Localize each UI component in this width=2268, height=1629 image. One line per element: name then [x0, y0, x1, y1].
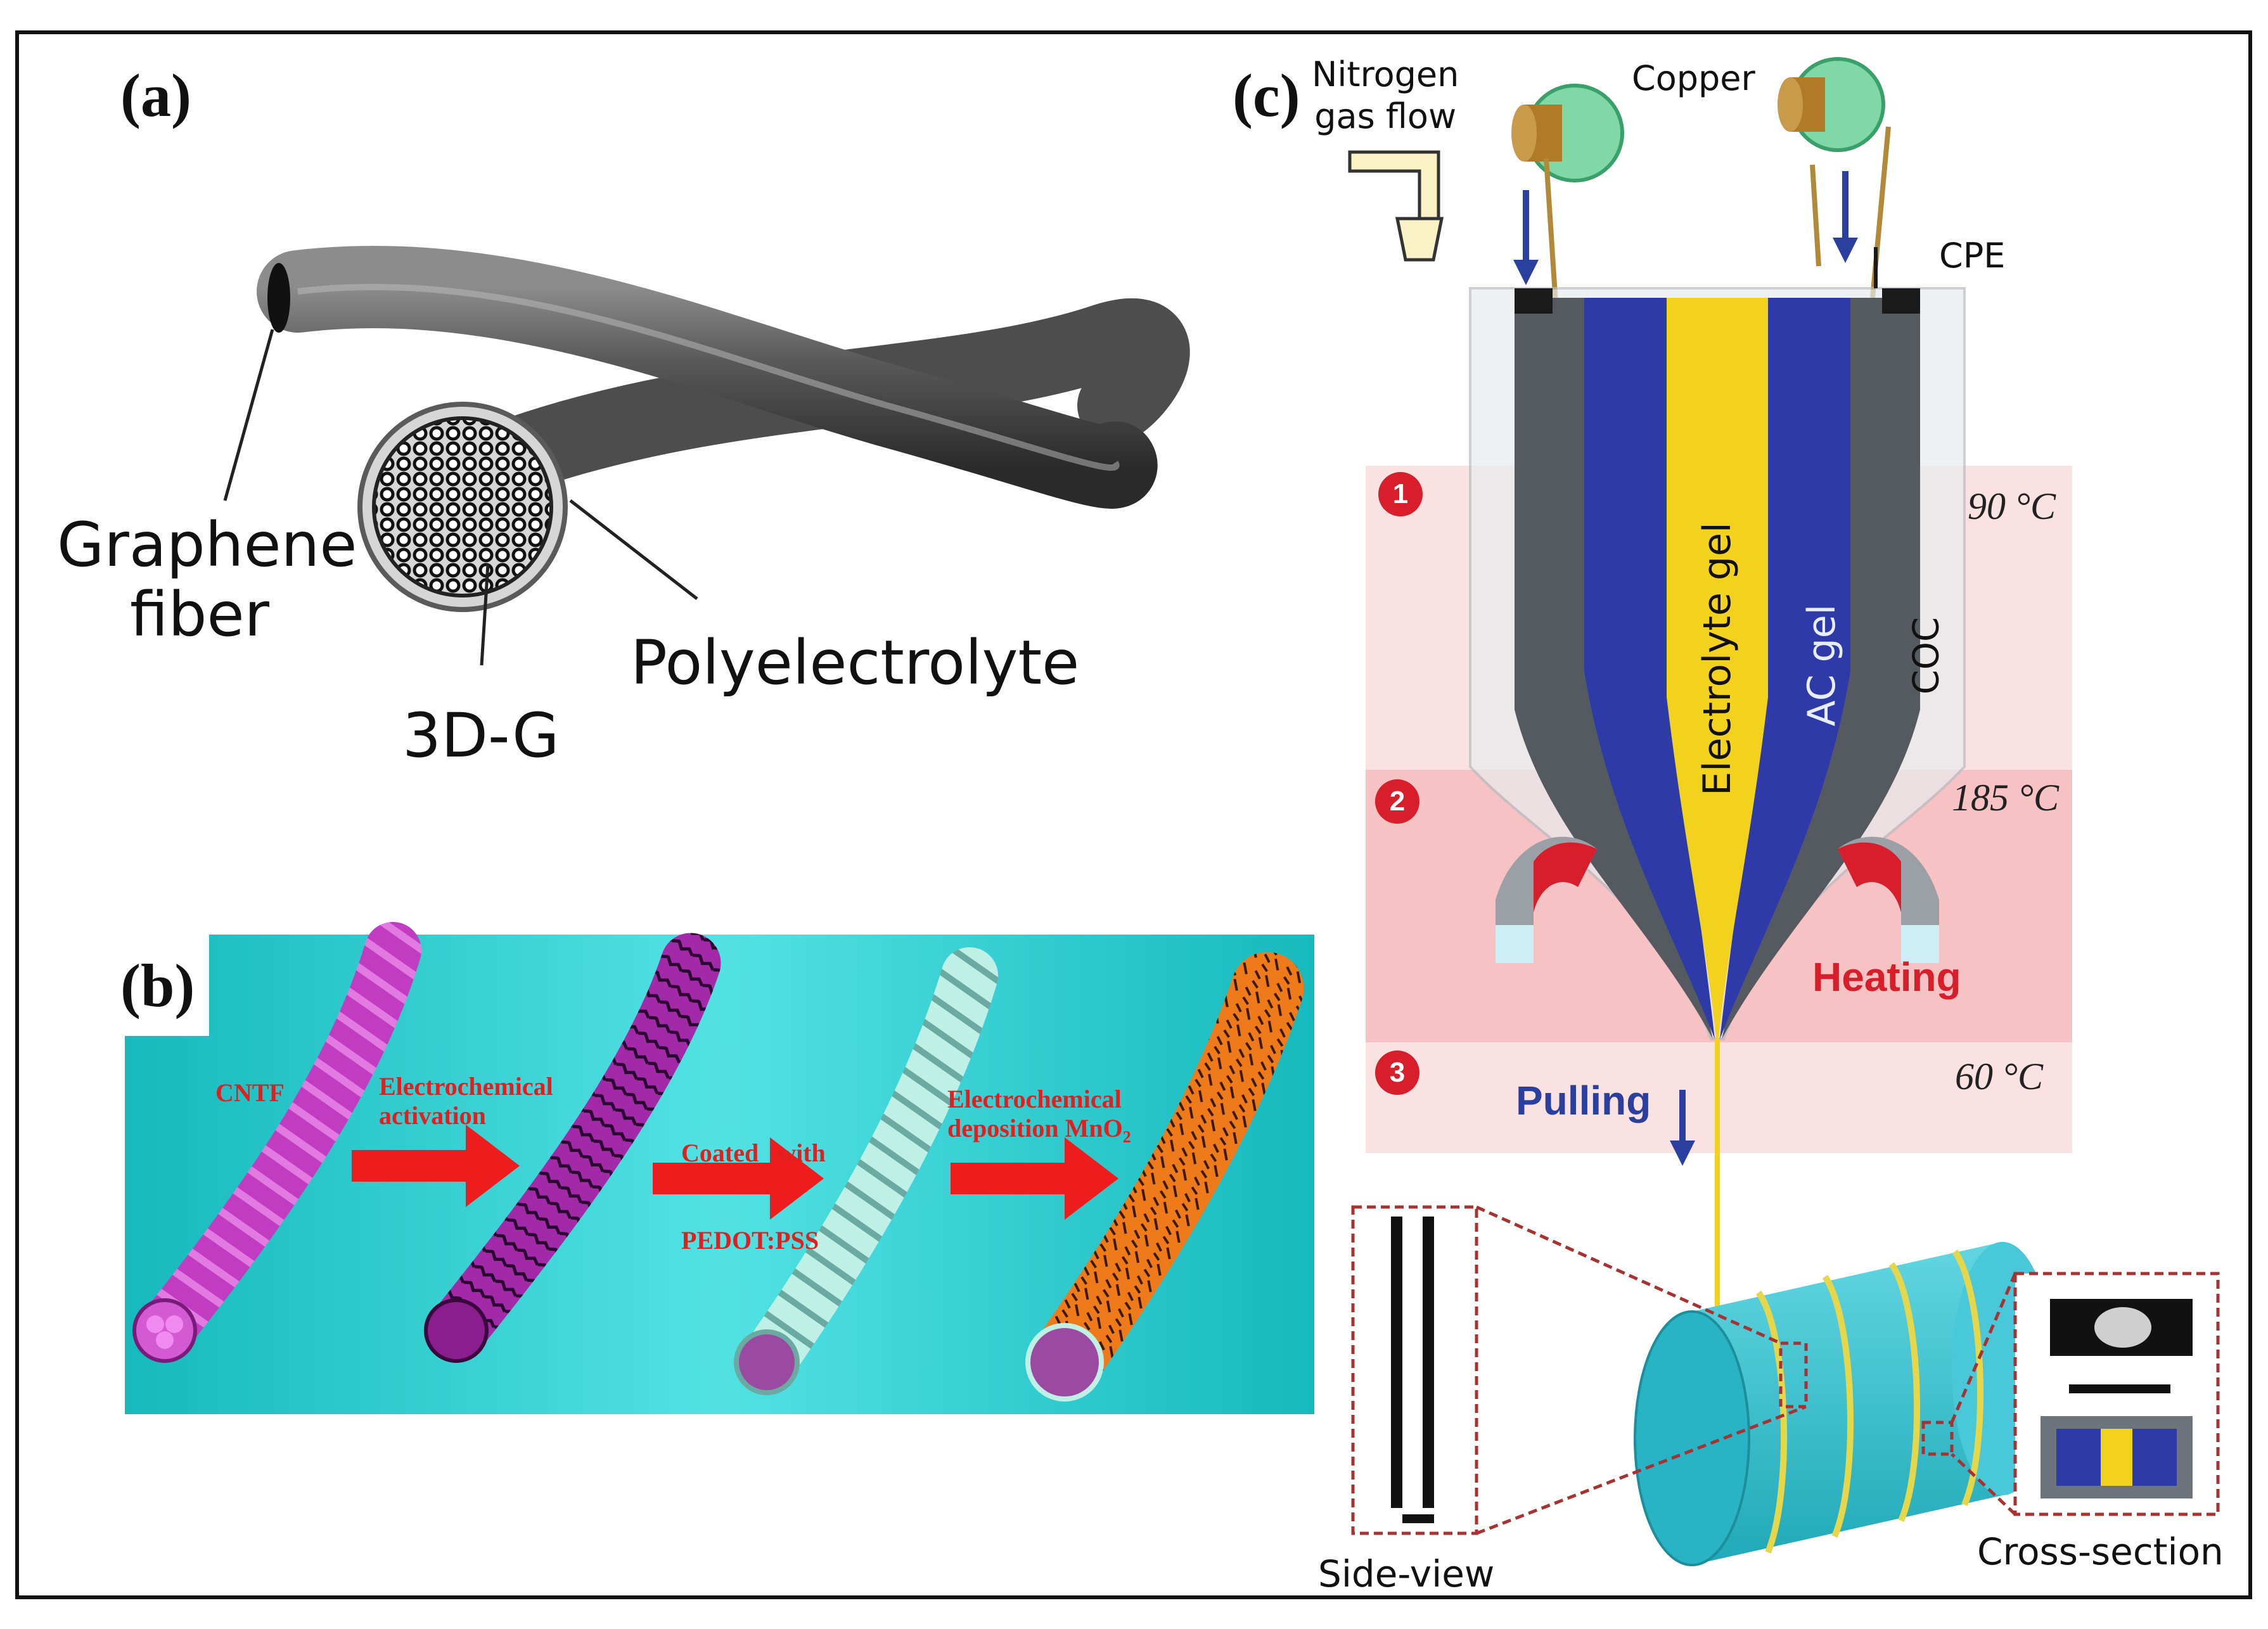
nitrogen-nozzle [1348, 150, 1444, 262]
copper-spools [1511, 57, 1891, 305]
nitrogen-label: Nitrogen gas flow [1312, 54, 1459, 137]
coating-label-line2: PEDOT:PSS [681, 1226, 819, 1255]
zone-3-badge: 3 [1375, 1051, 1419, 1095]
cntf-fiber [132, 922, 421, 1363]
polyelectrolyte-label: Polyelectrolyte [631, 627, 1080, 698]
side-view-inset [1351, 1205, 1807, 1535]
nitrogen-label-line1: Nitrogen [1312, 54, 1459, 94]
cpe-label: CPE [1939, 236, 2006, 276]
3d-g-label: 3D-G [402, 700, 560, 771]
zone-1-temp: 90 °C [1968, 485, 2056, 527]
zone-2-badge: 2 [1375, 779, 1419, 824]
deposition-label-main: deposition MnO [947, 1114, 1123, 1142]
activation-label: Electrochemical activation [379, 1072, 553, 1130]
pedot-fiber [734, 947, 998, 1395]
deposition-label: Electrochemical deposition MnO2 [947, 1085, 1131, 1152]
ac-gel-label: AC gel [1800, 604, 1844, 727]
coc-label: COC [1906, 616, 1947, 695]
panel-b-letter: (b) [120, 952, 195, 1019]
electrolyte-gel-label: Electrolyte gel [1695, 522, 1739, 796]
cross-section-inset [1950, 1272, 2220, 1516]
zone-2-temp: 185 °C [1952, 777, 2060, 819]
activation-label-line2: activation [379, 1101, 486, 1130]
cross-section-label: Cross-section [1977, 1530, 2224, 1573]
zone-3-temp: 60 °C [1955, 1056, 2044, 1097]
activation-label-line1: Electrochemical [379, 1072, 553, 1101]
coating-label: Coated with PEDOT:PSS [681, 1080, 826, 1284]
winding-drum [1634, 1242, 2053, 1566]
process-arrows [352, 1125, 1118, 1220]
nitrogen-label-line2: gas flow [1314, 96, 1457, 136]
mno2-fiber [1025, 952, 1304, 1402]
side-view-label: Side-view [1318, 1552, 1495, 1595]
deposition-label-line1: Electrochemical [947, 1085, 1122, 1113]
deposition-label-line2: deposition MnO2 [947, 1114, 1131, 1152]
graphene-fiber-label-line1: Graphene [57, 509, 357, 580]
fiber-drawing [223, 245, 1190, 666]
coating-label-line1: Coated with [681, 1139, 826, 1167]
deposition-label-subscript: 2 [1122, 1128, 1131, 1146]
graphene-fiber-label-line2: fiber [130, 579, 269, 650]
panel-c-letter: (c) [1233, 61, 1300, 129]
pulling-label: Pulling [1516, 1078, 1651, 1123]
cntf-label: CNTF [215, 1078, 285, 1107]
graphene-fiber-label: Graphene fiber [57, 509, 357, 650]
copper-label: Copper [1632, 58, 1755, 98]
drawn-fiber [1670, 1039, 1720, 1318]
zone-1-badge: 1 [1378, 472, 1423, 516]
feed-arrows [1513, 171, 1858, 285]
heating-label: Heating [1812, 954, 1961, 1000]
activated-fiber [424, 933, 721, 1363]
figure-frame [15, 30, 2252, 1599]
heater-magnets [1496, 836, 1939, 963]
panel-a-letter: (a) [120, 61, 191, 129]
